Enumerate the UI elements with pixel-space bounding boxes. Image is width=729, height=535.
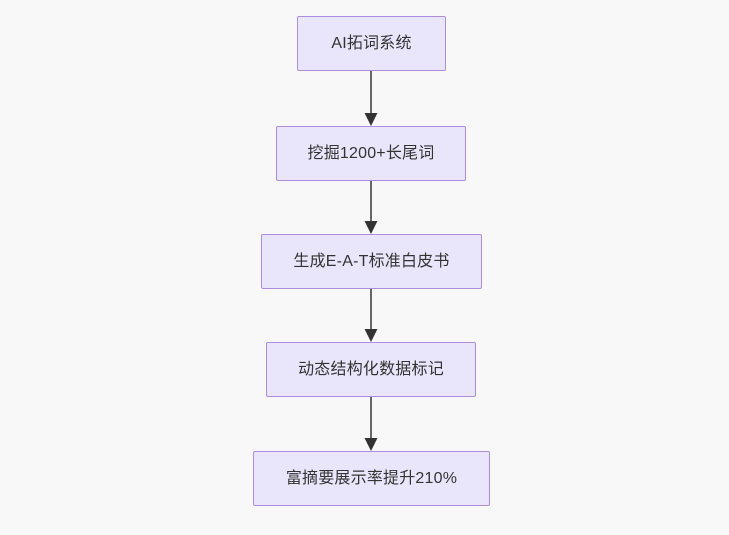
flow-node-label: 动态结构化数据标记 bbox=[298, 360, 444, 378]
flow-node-label: 挖掘1200+长尾词 bbox=[307, 144, 435, 162]
flow-node-dynamic-structured-data[interactable]: 动态结构化数据标记 bbox=[266, 342, 476, 397]
flow-node-generate-eat-whitepaper[interactable]: 生成E-A-T标准白皮书 bbox=[261, 234, 482, 289]
flow-node-label: 富摘要展示率提升210% bbox=[285, 469, 458, 487]
flow-node-mine-longtail-keywords[interactable]: 挖掘1200+长尾词 bbox=[276, 126, 466, 181]
flow-node-label: AI拓词系统 bbox=[331, 34, 412, 52]
flow-node-label: 生成E-A-T标准白皮书 bbox=[293, 252, 450, 270]
flow-node-ai-keyword-system[interactable]: AI拓词系统 bbox=[297, 16, 446, 71]
flow-node-rich-snippet-result[interactable]: 富摘要展示率提升210% bbox=[253, 451, 490, 506]
